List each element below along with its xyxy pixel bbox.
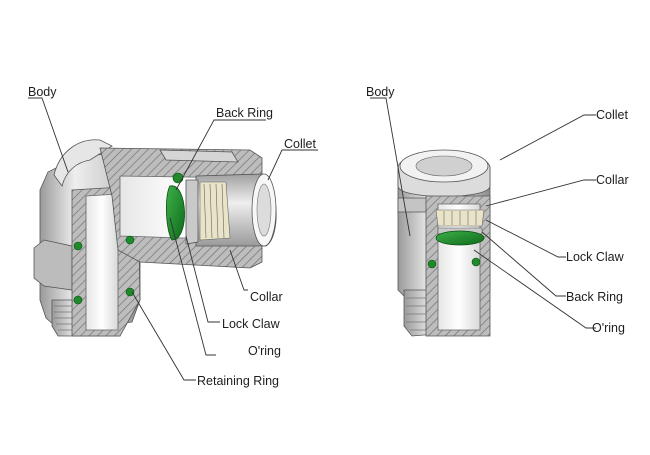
elbow-oring	[166, 185, 185, 241]
label-elbow-body: Body	[28, 85, 57, 99]
straight-fitting	[370, 97, 596, 337]
elbow-back-ring	[185, 179, 199, 245]
elbow-lock-claw	[199, 181, 231, 241]
label-elbow-retaining-ring: Retaining Ring	[197, 374, 279, 388]
label-straight-lock-claw: Lock Claw	[566, 250, 624, 264]
label-straight-oring: O'ring	[592, 321, 625, 335]
elbow-fitting	[28, 97, 318, 381]
label-straight-collet: Collet	[596, 108, 628, 122]
elbow-vertical-bore	[85, 193, 119, 331]
straight-leader-lines	[370, 97, 596, 329]
elbow-retaining-seals	[73, 172, 184, 305]
straight-oring	[435, 230, 485, 246]
elbow-hex	[33, 239, 73, 291]
label-elbow-lock-claw: Lock Claw	[222, 317, 280, 331]
label-elbow-back-ring: Back Ring	[216, 106, 273, 120]
label-elbow-oring: O'ring	[248, 344, 281, 358]
straight-small-seals	[427, 257, 481, 269]
label-straight-collar: Collar	[596, 173, 629, 187]
label-straight-back-ring: Back Ring	[566, 290, 623, 304]
elbow-leader-lines	[28, 97, 318, 381]
elbow-dome	[53, 139, 113, 187]
straight-lock-claw	[435, 209, 485, 227]
label-elbow-collar: Collar	[250, 290, 283, 304]
label-elbow-collet: Collet	[284, 137, 316, 151]
label-straight-body: Body	[366, 85, 395, 99]
